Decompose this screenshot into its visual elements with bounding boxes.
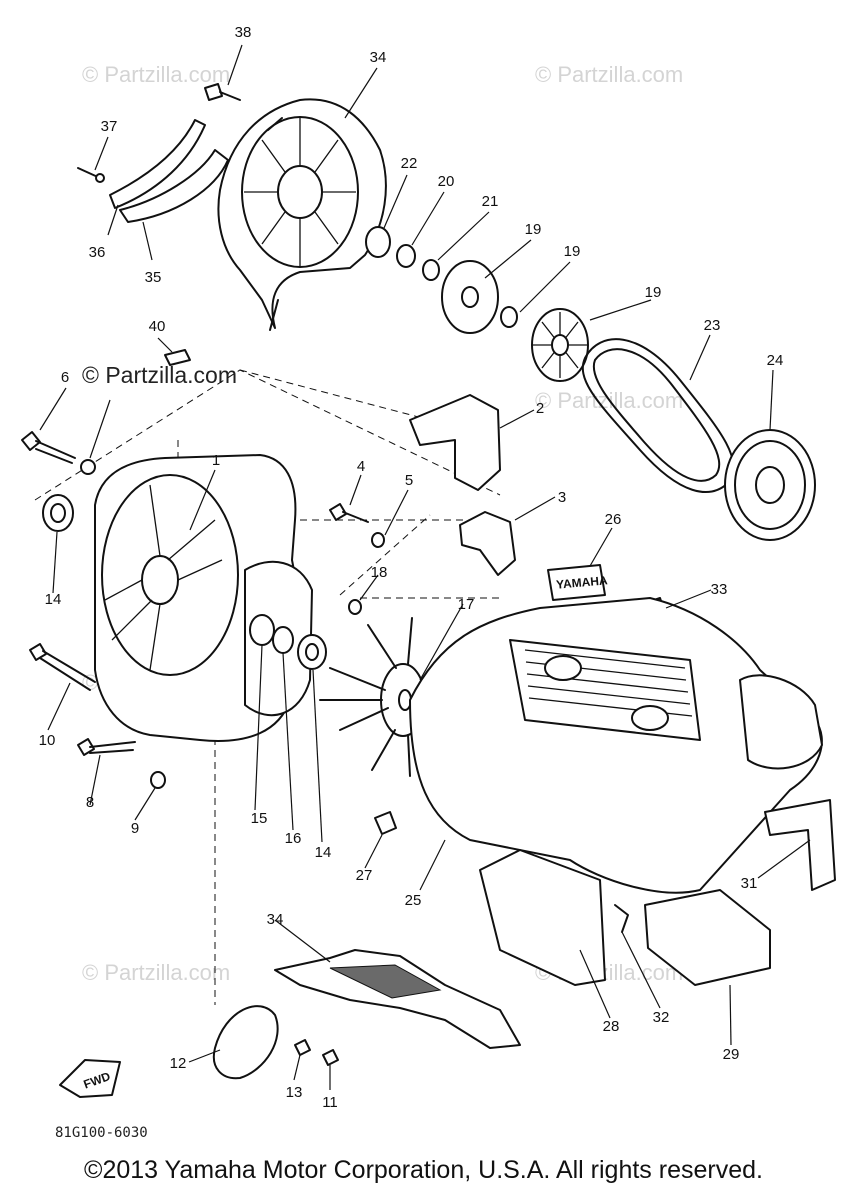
watermark: © Partzilla.com	[82, 960, 230, 985]
callout-24: 23	[704, 317, 721, 334]
callout-27: 26	[605, 511, 622, 528]
callout-35: 34	[370, 49, 387, 66]
callout-16: 16	[285, 830, 302, 847]
callout-10: 10	[39, 732, 56, 749]
drive-pulley-stack	[365, 226, 589, 382]
callout-36: 35	[145, 269, 162, 286]
forward-arrow: FWD	[59, 1059, 121, 1098]
callout-4: 4	[357, 458, 365, 475]
callout-6: 6	[61, 369, 69, 386]
callout-18: 18	[371, 564, 388, 581]
assembly-lines	[34, 234, 501, 1005]
leader-lines	[39, 44, 811, 1090]
driven-pulley	[724, 429, 816, 541]
callout-8: 8	[86, 794, 94, 811]
callout-26: 25	[405, 892, 422, 909]
callout-31: 31	[741, 875, 758, 892]
callout-38: 37	[101, 118, 118, 135]
decal-text: YAMAHA	[556, 573, 609, 591]
callout-numbers: 38 34 37 36 35 22 20 21 19 19 19 23 24 4…	[39, 24, 784, 1111]
rope-guide-parts	[77, 83, 241, 223]
starter-housing	[217, 98, 387, 331]
yamaha-decal: YAMAHA	[547, 564, 609, 601]
callout-9: 9	[131, 820, 139, 837]
watermark: © Partzilla.com	[535, 62, 683, 87]
callout-39: 38	[235, 24, 252, 41]
callout-37: 36	[89, 244, 106, 261]
callout-23: 22	[401, 155, 418, 172]
callout-32: 32	[653, 1009, 670, 1026]
callout-20: 19	[564, 243, 581, 260]
callout-33: 33	[711, 581, 728, 598]
bottom-cover	[274, 949, 521, 1049]
callout-5: 5	[405, 472, 413, 489]
cooling-fan	[319, 617, 426, 777]
ducts-brackets	[164, 349, 516, 576]
engine-shroud	[409, 597, 823, 894]
callout-30: 29	[723, 1046, 740, 1063]
callout-28: 27	[356, 867, 373, 884]
callout-13: 13	[286, 1084, 303, 1101]
callout-3: 3	[558, 489, 566, 506]
watermark: © Partzilla.com	[82, 62, 230, 87]
shroud-accessories	[374, 799, 836, 986]
copyright-notice: ©2013 Yamaha Motor Corporation, U.S.A. A…	[84, 1156, 763, 1184]
callout-14b: 14	[315, 844, 332, 861]
callout-22: 21	[482, 193, 499, 210]
bearings-seals	[42, 494, 327, 670]
callout-1: 1	[212, 452, 220, 469]
watermark-primary: © Partzilla.com	[82, 362, 237, 388]
callout-15: 15	[251, 810, 268, 827]
callout-34: 34	[267, 911, 284, 928]
callout-2: 2	[536, 400, 544, 417]
callout-14a: 14	[45, 591, 62, 608]
cover-cap	[212, 1005, 279, 1080]
drive-belt	[581, 338, 735, 493]
callout-12: 12	[170, 1055, 187, 1072]
callout-19b: 19	[645, 284, 662, 301]
callout-19a: 19	[525, 221, 542, 238]
diagram-code: 81G100-6030	[55, 1125, 148, 1141]
callout-29: 28	[603, 1018, 620, 1035]
callout-17: 17	[458, 596, 475, 613]
callout-40: 40	[149, 318, 166, 335]
callout-11: 11	[322, 1094, 338, 1111]
callout-25: 24	[767, 352, 784, 369]
callout-21: 20	[438, 173, 455, 190]
